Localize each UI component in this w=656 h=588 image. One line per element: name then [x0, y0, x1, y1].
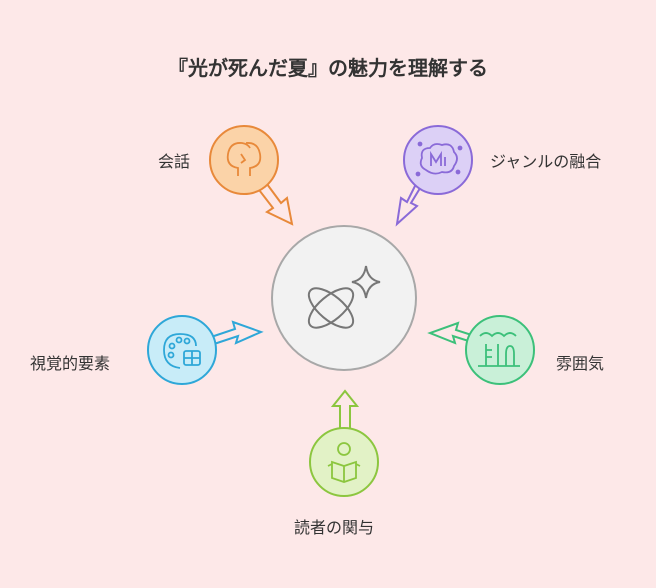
- node-label-conversation: 会話: [158, 152, 191, 171]
- node-label-visual-elements: 視覚的要素: [30, 354, 111, 373]
- node-genre-fusion: [403, 125, 473, 195]
- node-reader-engagement: [309, 427, 379, 497]
- node-label-atmosphere: 雰囲気: [556, 354, 605, 373]
- node-label-reader-engagement: 読者の関与: [294, 518, 375, 537]
- palette-icon: [163, 333, 201, 369]
- node-atmosphere: [465, 315, 535, 385]
- two-faces-icon: [226, 142, 262, 176]
- reader-book-icon: [327, 442, 361, 483]
- foggy-building-icon: [478, 332, 520, 367]
- diagram-title: 『光が死んだ夏』の魅力を理解する: [168, 56, 488, 80]
- center-node: [271, 225, 417, 371]
- arrow-visual-elements: [209, 320, 264, 346]
- sparkle-orbit-icon: [307, 265, 381, 329]
- arrow-reader-engagement: [330, 389, 360, 433]
- cloud-m-icon: [415, 141, 463, 177]
- node-visual-elements: [147, 315, 217, 385]
- node-label-genre-fusion: ジャンルの融合: [490, 152, 602, 171]
- node-conversation: [209, 125, 279, 195]
